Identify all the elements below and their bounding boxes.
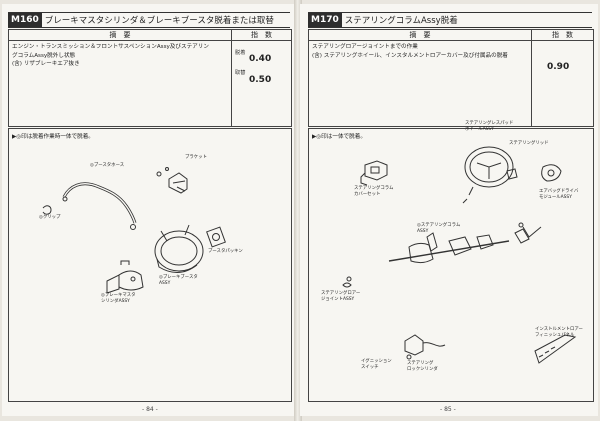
left-index-label-2: 取替 [235,70,246,76]
right-index-header: 指 数 [552,31,573,39]
binding-gutter [294,0,302,421]
label-booster-hose: ◎ブースタホース [90,163,125,168]
left-description: エンジン・トランスミッション＆フロントサスペンションAssy及びステアリン グコ… [12,44,209,68]
left-page-number: - 84 - [142,406,158,413]
left-table-header: 摘 要 [109,31,131,39]
label-column: ◎ステアリングコラム ASSY [417,223,461,234]
right-note: ▶◎印は一体で脱着。 [312,134,366,140]
left-page: M160 ブレーキマスタシリンダ＆ブレーキブースタ脱着または取替 摘 要 指 数… [2,4,296,416]
left-index-header: 指 数 [251,31,272,39]
left-operation-table: 摘 要 指 数 エンジン・トランスミッション＆フロントサスペンションAssy及び… [8,29,292,127]
right-table-header: 摘 要 [409,31,431,39]
right-description: ステアリングロアージョイントまでの作業 (含) ステアリングホイール、インスタル… [312,44,508,59]
left-value-2: 0.50 [249,75,272,85]
right-title: ステアリングコラムAssy脱着 [344,16,458,26]
label-lower-joint: ステアリングロアー ジョイントASSY [321,291,361,302]
label-cover: ステアリングコラム カバーセット [354,186,394,197]
label-panel: インストルメントロアー フィニッシュパネル [535,327,583,338]
right-value-1: 0.90 [547,62,570,72]
left-diagram-box: ▶◎印は脱着作業時一体で脱着。 [8,128,292,402]
label-pad: ステアリングレスパッド ホイールASSY [465,121,514,132]
left-index-label-1: 脱着 [235,50,246,56]
label-bracket: ブラケット [185,155,207,160]
left-header: M160 ブレーキマスタシリンダ＆ブレーキブースタ脱着または取替 [8,12,290,28]
right-page-number: - 85 - [440,406,456,413]
right-code: M170 [308,13,342,27]
label-clip: ◎クリップ [39,215,61,220]
right-page: M170 ステアリングコラムAssy脱着 摘 要 指 数 ステアリングロアージョ… [300,4,598,416]
left-title: ブレーキマスタシリンダ＆ブレーキブースタ脱着または取替 [44,16,274,26]
left-note: ▶◎印は脱着作業時一体で脱着。 [12,134,94,140]
right-operation-table: 摘 要 指 数 ステアリングロアージョイントまでの作業 (含) ステアリングホイ… [308,29,594,127]
label-master-cylinder: ◎ブレーキマスタ シリンダASSY [101,293,136,304]
label-ignition: イグニッション スイッチ [361,359,392,370]
right-parts-diagram [342,146,577,364]
right-diagram-box: ▶◎印は一体で脱着。 [308,121,594,402]
left-parts-diagram [42,167,226,294]
label-wheel: ステアリングリッド [509,141,549,146]
label-brake-booster: ◎ブレーキブースタ ASSY [159,275,198,286]
right-header: M170 ステアリングコラムAssy脱着 [308,12,592,28]
left-value-1: 0.40 [249,54,272,64]
label-lock-cylinder: ステアリング ロックシリンダ [407,361,438,372]
label-airbag: エアバッグドライバ モジュールASSY [539,189,579,200]
label-booster-packing: ブースタパッキン [208,249,243,254]
left-code: M160 [8,13,42,27]
